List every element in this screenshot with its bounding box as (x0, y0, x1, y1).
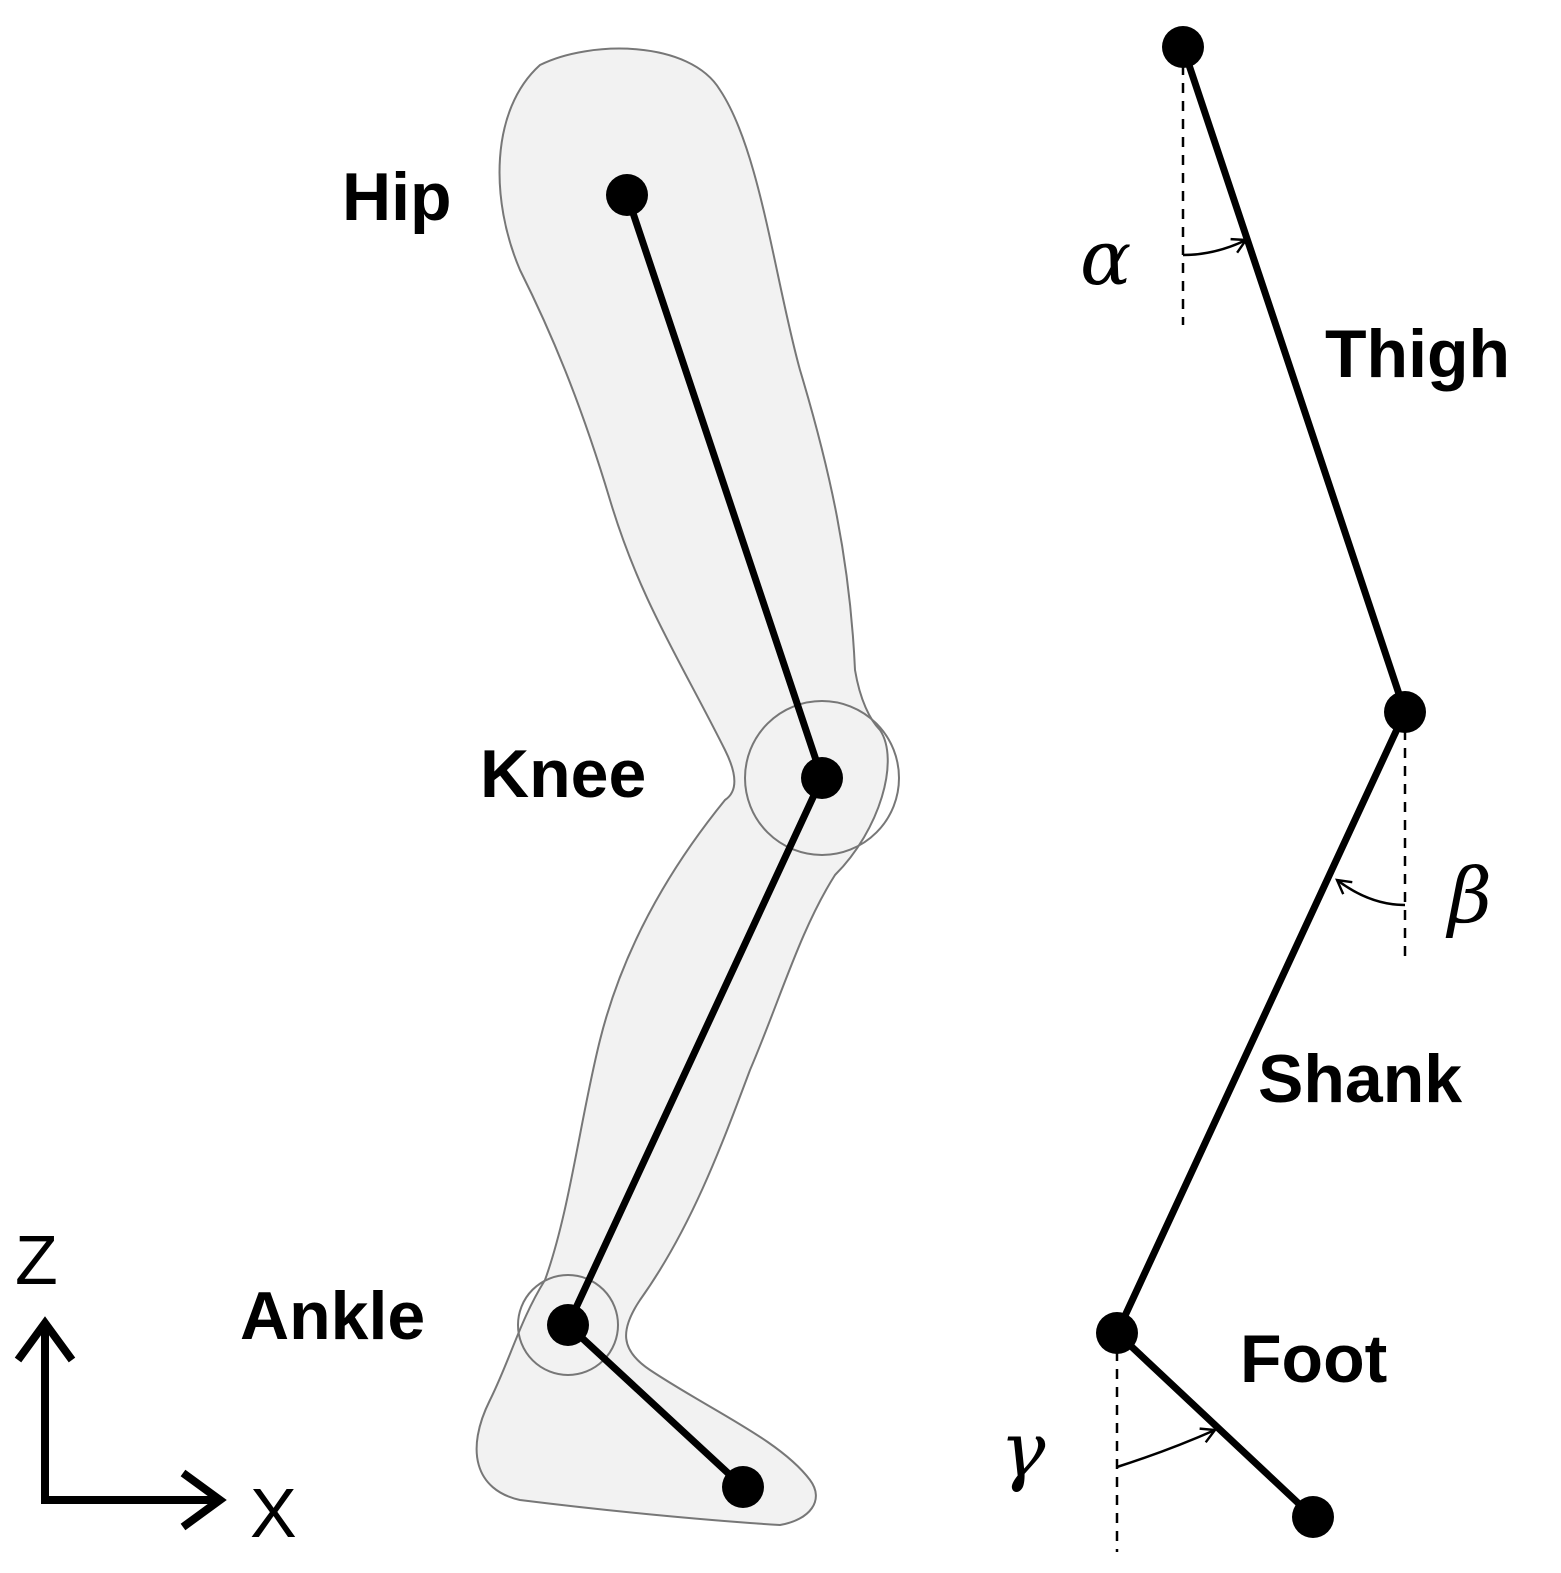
left-foot-line (565, 1322, 746, 1490)
right-shank-line (1113, 710, 1409, 1335)
hip-label: Hip (342, 159, 452, 235)
x-axis-arrowhead (180, 1469, 227, 1531)
beta-arc (1335, 878, 1406, 907)
left-knee-dot (801, 757, 843, 799)
ankle-label: Ankle (240, 1278, 426, 1354)
right-toe-dot (1292, 1496, 1334, 1538)
knee-label: Knee (480, 736, 647, 812)
z-axis-arrowhead (14, 1316, 76, 1363)
leg-silhouette (475, 47, 889, 1527)
alpha-arc (1182, 237, 1249, 257)
knee-joint-circle (744, 700, 900, 856)
ankle-joint-circle (517, 1274, 619, 1376)
gamma-arc (1116, 1427, 1218, 1469)
right-foot-line (1114, 1330, 1316, 1520)
left-hip-dot (606, 174, 648, 216)
left-thigh-line (623, 193, 826, 780)
thigh-label: Thigh (1325, 316, 1511, 392)
left-ankle-dot (547, 1304, 589, 1346)
gamma-symbol: γ (1000, 1405, 1046, 1494)
alpha-symbol: α (1080, 213, 1132, 302)
foot-label: Foot (1240, 1321, 1388, 1397)
right-hip-dot (1162, 26, 1204, 68)
shank-label: Shank (1258, 1041, 1463, 1117)
x-axis-label: X (250, 1474, 297, 1552)
right-thigh-line (1179, 45, 1409, 714)
right-ankle-dot (1096, 1312, 1138, 1354)
left-shank-line (564, 776, 826, 1327)
left-toe-dot (722, 1466, 764, 1508)
z-axis-label: Z (15, 1221, 58, 1299)
right-knee-dot (1384, 691, 1426, 733)
beta-symbol: β (1448, 851, 1492, 940)
